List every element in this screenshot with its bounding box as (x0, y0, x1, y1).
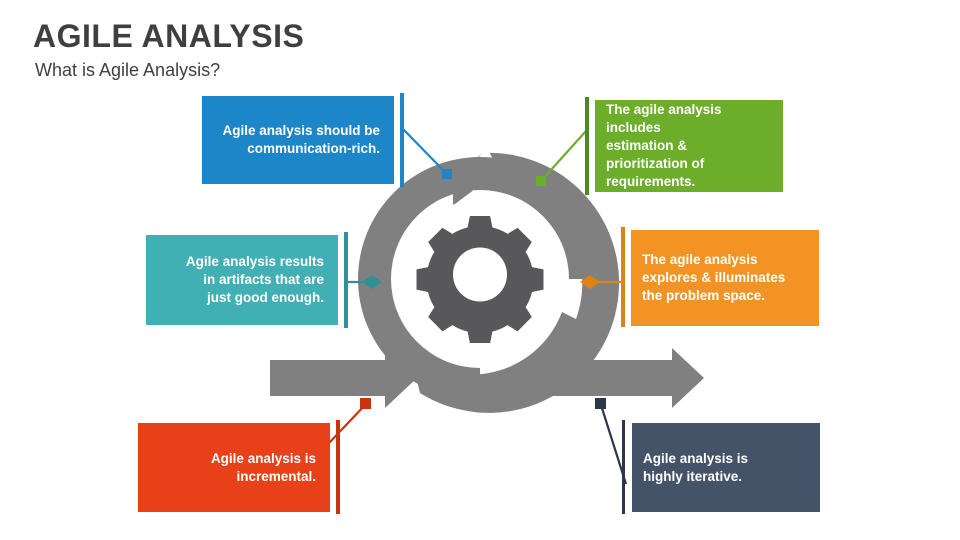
callout-green[interactable]: The agile analysis includes estimation &… (595, 100, 783, 192)
accent-bar-navy (622, 420, 625, 514)
gear-icon (416, 216, 544, 343)
callout-blue[interactable]: Agile analysis should be communication-r… (202, 96, 394, 184)
accent-bar-blue (400, 93, 404, 187)
bottom-right-arrow (545, 348, 704, 408)
callout-navy-text: Agile analysis is highly iterative. (643, 450, 749, 484)
connector-orange (580, 275, 623, 289)
accent-bar-orange (621, 227, 625, 327)
connector-teal (346, 275, 382, 289)
callout-green-text: The agile analysis includes estimation &… (606, 102, 722, 189)
callout-orange-text: The agile analysis explores & illuminate… (642, 252, 786, 303)
callout-teal[interactable]: Agile analysis results in artifacts that… (146, 235, 338, 325)
callout-orange[interactable]: The agile analysis explores & illuminate… (631, 230, 819, 326)
accent-bar-red (336, 420, 340, 514)
spiral-ring (358, 157, 602, 401)
page-subtitle: What is Agile Analysis? (35, 60, 221, 80)
accent-bar-teal (344, 232, 348, 328)
callout-red[interactable]: Agile analysis is incremental. (138, 423, 330, 512)
page-title: AGILE ANALYSIS (33, 18, 305, 54)
connector-blue (401, 127, 452, 179)
callout-teal-text: Agile analysis results in artifacts that… (185, 254, 324, 305)
connector-green (536, 130, 587, 186)
spiral-notch (450, 148, 505, 202)
callout-red-text: Agile analysis is incremental. (210, 450, 316, 484)
callout-blue-text: Agile analysis should be communication-r… (222, 123, 380, 156)
callout-navy[interactable]: Agile analysis is highly iterative. (632, 423, 820, 512)
accent-bar-green (585, 97, 589, 195)
bottom-left-arrow (270, 348, 417, 408)
